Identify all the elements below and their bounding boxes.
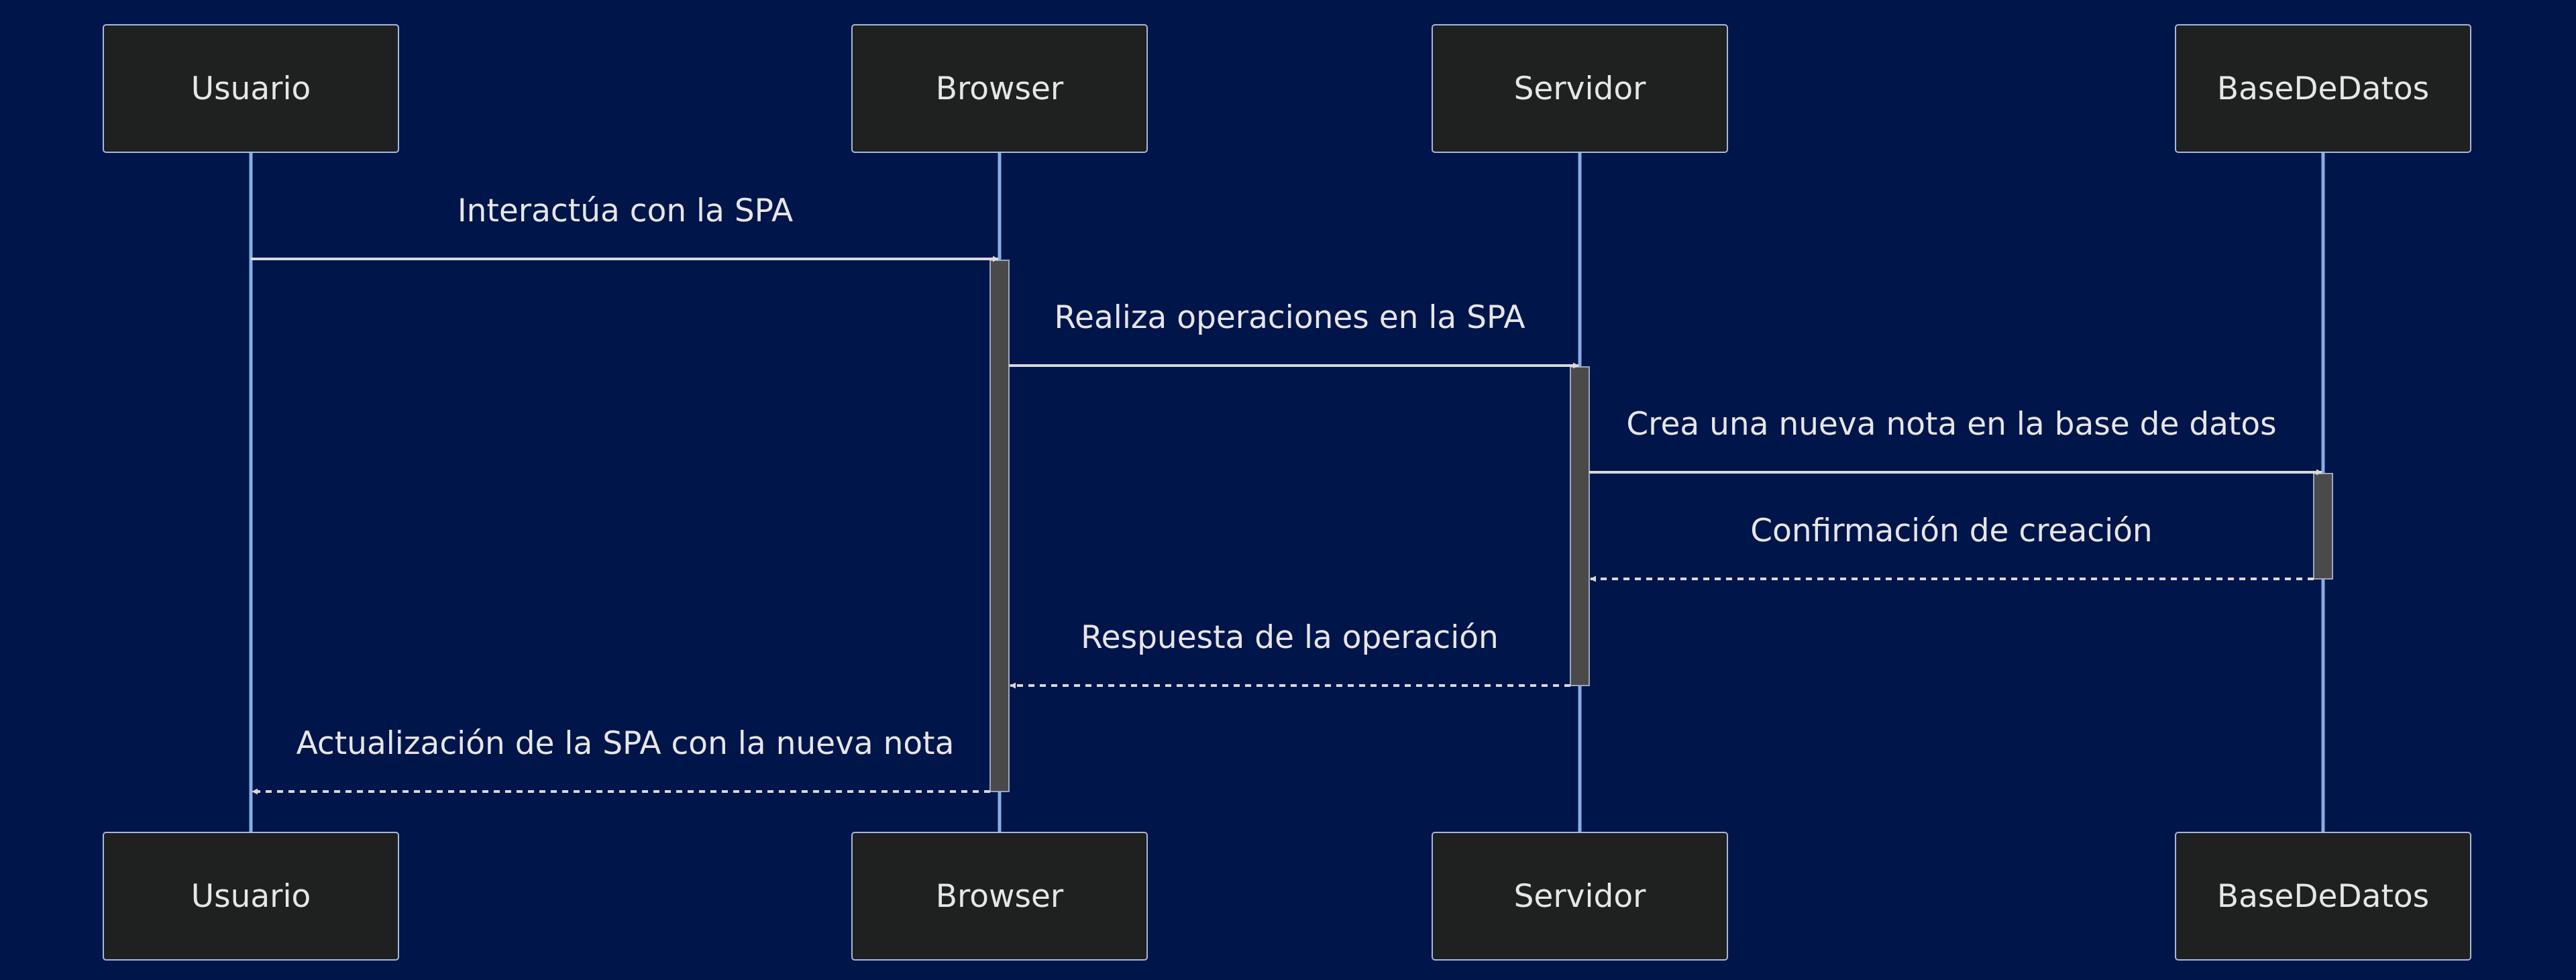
participants-top: Usuario Browser Servidor BaseDeDatos (103, 24, 2471, 153)
message-label-m5: Respuesta de la operación (1081, 619, 1499, 656)
participant-box (1432, 24, 1728, 153)
participant-box (851, 832, 1148, 961)
message-label-m3: Crea una nueva nota en la base de datos (1626, 406, 2276, 443)
participant-basededatos-top: BaseDeDatos (2175, 24, 2471, 153)
message-label-m1: Interactúa con la SPA (458, 193, 793, 229)
participant-label: Usuario (191, 878, 311, 915)
participant-servidor-top: Servidor (1432, 24, 1728, 153)
activation-bar-servidor (1570, 366, 1590, 686)
participant-basededatos-bottom: BaseDeDatos (2175, 832, 2471, 961)
message-label-m4: Confirmación de creación (1750, 512, 2152, 549)
participant-usuario-bottom: Usuario (103, 832, 399, 961)
message-label-m6: Actualización de la SPA con la nueva not… (297, 725, 955, 762)
activation-bar-browser (989, 260, 1010, 792)
participant-browser-top: Browser (851, 24, 1148, 153)
participant-box (1432, 832, 1728, 961)
participant-label: Servidor (1514, 878, 1647, 915)
activation-bar-basededatos (2313, 473, 2333, 580)
participant-label: BaseDeDatos (2217, 70, 2429, 107)
participants-bottom: Usuario Browser Servidor BaseDeDatos (103, 832, 2471, 961)
participant-servidor-bottom: Servidor (1432, 832, 1728, 961)
message-label-m2: Realiza operaciones en la SPA (1055, 299, 1525, 336)
participant-box (103, 24, 399, 153)
activation-bars (989, 260, 2333, 792)
participant-browser-bottom: Browser (851, 832, 1148, 961)
participant-label: Usuario (191, 70, 311, 107)
participant-box (851, 24, 1148, 153)
participant-box (103, 832, 399, 961)
messages: Interactúa con la SPA Realiza operaciones… (251, 193, 2322, 795)
participant-box (2175, 24, 2471, 153)
participant-label: Browser (936, 70, 1064, 107)
participant-label: BaseDeDatos (2217, 878, 2429, 915)
participant-box (2175, 832, 2471, 961)
participant-label: Servidor (1514, 70, 1647, 107)
participant-usuario-top: Usuario (103, 24, 399, 153)
participant-label: Browser (936, 878, 1064, 915)
